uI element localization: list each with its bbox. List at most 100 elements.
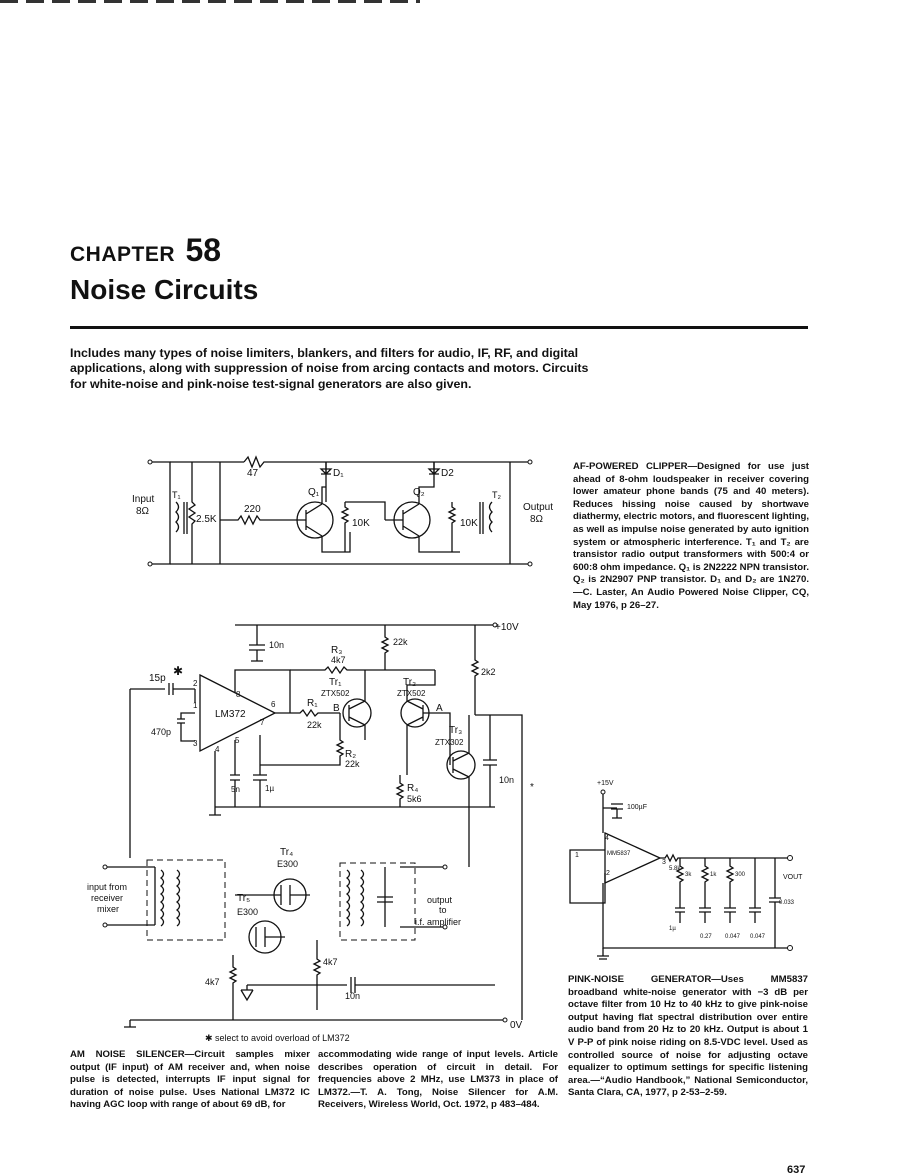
label-tr5p: E300 [237,907,258,917]
pin-5: 5 [235,736,240,745]
chapter-word: CHAPTER [70,243,176,266]
pin-1: 1 [193,701,198,710]
pink-noise-schematic: +15V 100µF MM5837 4 1 2 3 5.8k VOUT 3k 1… [569,780,803,960]
pin-8: 8 [236,690,241,699]
label-r4k7-b: 4k7 [205,977,220,987]
chapter-intro: Includes many types of noise limiters, b… [70,346,589,391]
pin-p4: 4 [605,835,609,842]
label-out1: output [427,895,453,905]
label-d2: D2 [441,468,454,479]
label-r220: 220 [244,504,261,515]
label-r1: R₁ [307,698,318,709]
label-r3v: 4k7 [331,655,346,665]
label-output-ohm: 8Ω [530,514,544,525]
label-r10k-b: 10K [460,518,478,529]
caption-am-silencer-body: —Circuit samples mixer output (IF input)… [70,1049,310,1111]
label-input: Input [132,494,154,505]
caption-pink-noise-body: —Uses MM5837 broadband white-noise gener… [568,974,808,1099]
pin-7: 7 [260,718,265,727]
pin-2: 2 [193,679,198,688]
caption-am-silencer-cont: accommodating wide range of input levels… [318,1049,558,1111]
label-r2k2: 2k2 [481,667,496,677]
label-c0047a: 0.047 [725,934,741,940]
pin-p3: 3 [662,859,666,866]
label-r3k: 3k [685,872,692,878]
label-tr5: Tr₅ [237,893,250,904]
label-c0047b: 0.047 [750,934,766,940]
label-d1: D₁ [333,468,344,479]
label-t1: T₁ [172,490,181,500]
top-decorative-rule [0,0,420,3]
label-tr2: Tr₂ [403,677,416,688]
clipper-schematic: 47 T₁ Input 8Ω 2.5K 220 Q₁ 10K D₁ Q₂ D2 … [132,455,553,567]
label-ic-lm372: LM372 [215,709,246,720]
caption-pink-noise-head: PINK-NOISE GENERATOR [568,974,712,985]
label-r10k-a: 10K [352,518,370,529]
label-out3: i.f. amplifier [415,917,461,927]
label-c027: 0.27 [700,934,712,940]
label-r1k: 1k [710,872,717,878]
label-out2: to [439,905,447,915]
pin-3: 3 [193,739,198,748]
label-in1: input from [87,882,127,892]
pin-p1: 1 [575,852,579,859]
label-tr4p: E300 [277,859,298,869]
label-c5n: 5n [231,785,240,794]
label-footnote: ✱ select to avoid overload of LM372 [205,1033,350,1043]
label-star: ✱ [173,664,183,678]
am-silencer-schematic: +10V 10n 22k R₃ 4k7 2k2 15p ✱ LM372 2 1 … [87,622,534,1043]
label-output: Output [523,502,553,513]
label-r4: R₄ [407,783,418,794]
label-c10n-right: 10n [499,775,514,785]
label-r300: 300 [735,872,746,878]
label-in3: mixer [97,904,119,914]
label-zero-v: 0V [510,1020,523,1031]
label-input-ohm: 8Ω [136,506,150,517]
label-r3: R₃ [331,645,342,656]
label-r4k7-a: 4k7 [323,957,338,967]
label-r1v: 22k [307,720,322,730]
label-r22k-top: 22k [393,637,408,647]
caption-am-silencer-head: AM NOISE SILENCER [70,1049,185,1060]
label-c10n-bot: 10n [345,991,360,1001]
label-c0033: 0.033 [779,900,795,906]
label-r2: R₂ [345,749,356,760]
pin-p2: 2 [606,870,610,877]
label-tr1: Tr₁ [329,677,342,688]
label-c10n-top: 10n [269,640,284,650]
caption-af-clipper-head: AF-POWERED CLIPPER [573,461,688,472]
label-asterisk: * [530,782,534,793]
pin-4: 4 [215,745,220,754]
label-tr3: Tr₃ [449,725,462,736]
label-node-a: A [436,703,443,714]
label-vout: VOUT [783,874,803,881]
label-tr1p: ZTX502 [321,689,350,698]
label-c1u: 1µ [265,784,274,793]
label-ic-mm5837: MM5837 [607,851,631,857]
label-t2: T₂ [492,490,501,500]
label-r4v: 5k6 [407,794,422,804]
label-c15p: 15p [149,673,166,684]
label-c100: 100µF [627,804,647,811]
label-c470p: 470p [151,727,171,737]
pin-6: 6 [271,700,276,709]
label-r47: 47 [247,468,259,479]
page-number: 637 [787,1164,806,1176]
caption-pink-noise: PINK-NOISE GENERATOR—Uses MM5837 broadba… [568,974,808,1100]
caption-af-clipper: AF-POWERED CLIPPER—Designed for use just… [573,461,809,612]
label-tr4: Tr₄ [280,847,293,858]
label-c1u-pink: 1µ [669,926,676,932]
chapter-number: 58 [185,232,222,268]
label-r58: 5.8k [669,866,681,872]
title-rule [70,326,808,329]
label-in2: receiver [91,893,123,903]
caption-am-silencer: AM NOISE SILENCER—Circuit samples mixer … [70,1049,310,1112]
label-r2v: 22k [345,759,360,769]
chapter-heading: CHAPTER 58 [70,232,221,269]
label-v15: +15V [597,780,614,787]
label-tr2p: ZTX502 [397,689,426,698]
label-node-b: B [333,703,340,714]
label-q1: Q₁ [308,487,320,498]
label-vplus: +10V [495,622,519,633]
label-tr3p: ZTX302 [435,738,464,747]
